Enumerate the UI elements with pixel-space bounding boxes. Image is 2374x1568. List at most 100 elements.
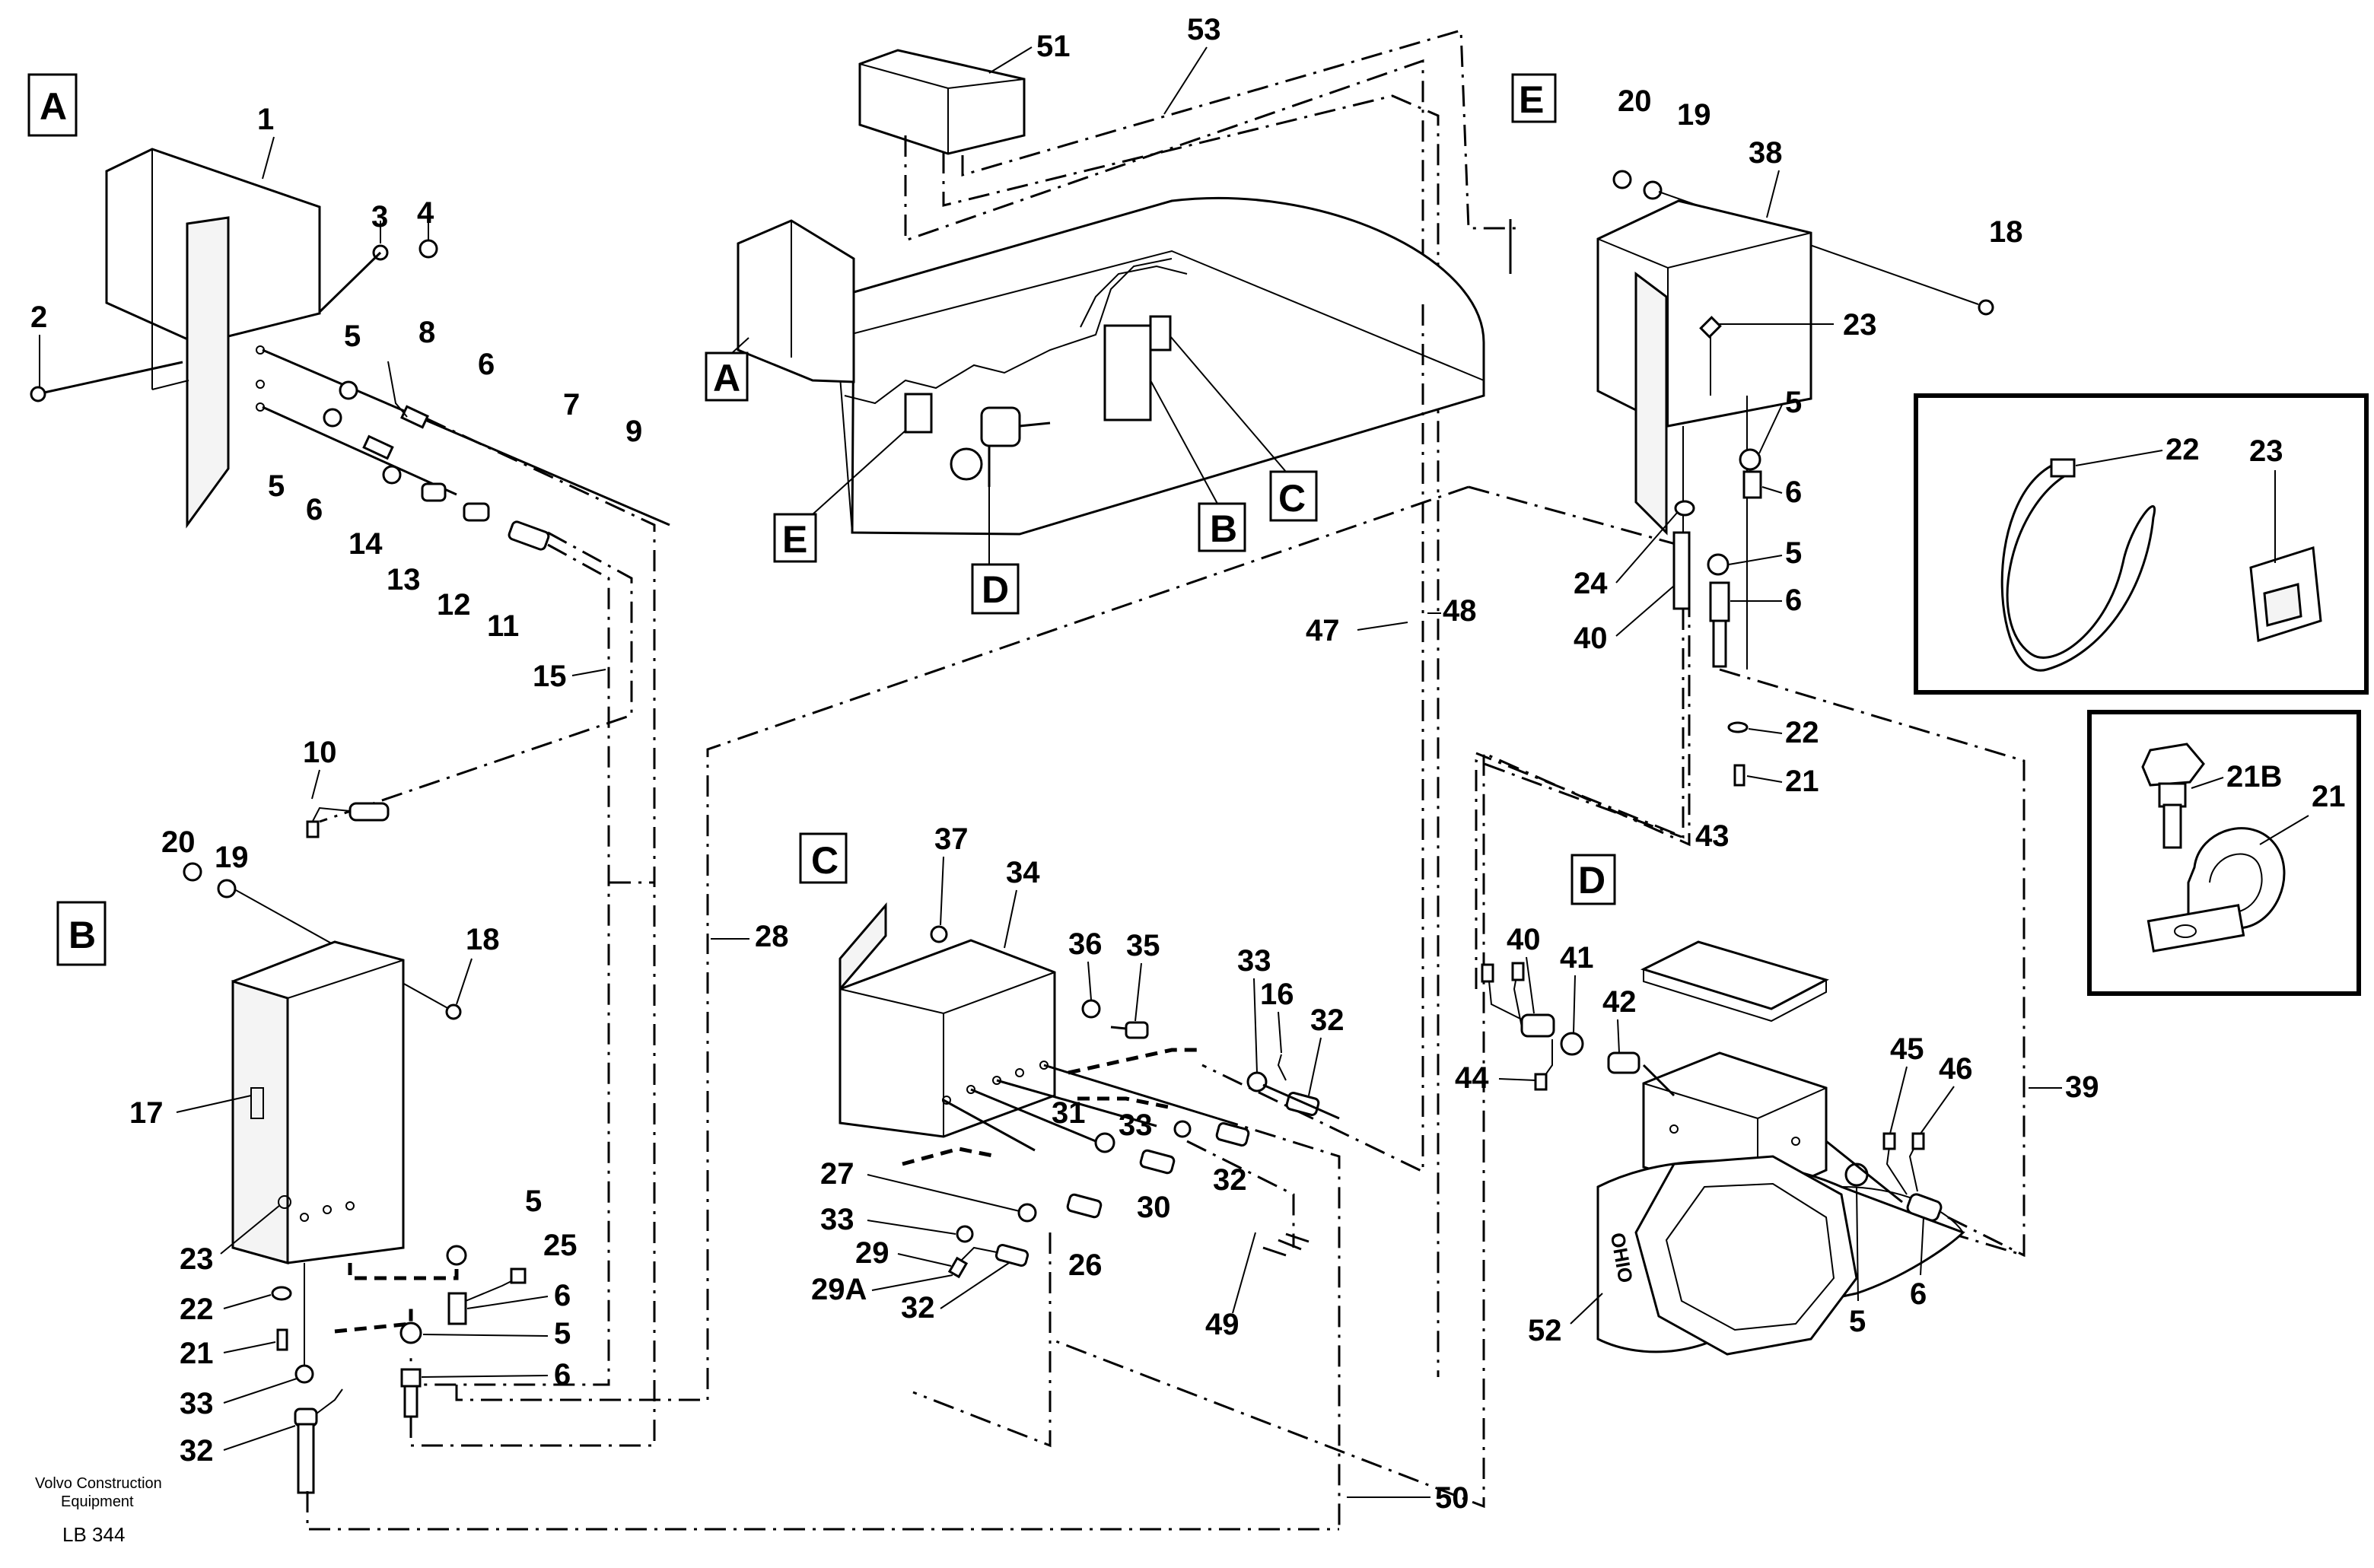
fitting-13	[421, 482, 447, 502]
label-16: 16	[1260, 978, 1294, 1011]
label-45: 45	[1890, 1032, 1924, 1066]
line-53-a	[904, 59, 1424, 304]
nut-36	[1081, 999, 1101, 1019]
label-43: 43	[1695, 819, 1730, 853]
label-3: 3	[371, 200, 388, 234]
label-37: 37	[934, 822, 969, 856]
label-40-e: 40	[1574, 622, 1608, 655]
section-c-group: C	[799, 832, 1341, 1529]
bolt-21b	[2141, 743, 2205, 849]
unit-a-cab	[737, 219, 855, 383]
line-39	[1719, 668, 2026, 1258]
control-box-51	[858, 49, 1026, 155]
label-18-e: 18	[1989, 215, 2023, 249]
label-10: 10	[303, 736, 337, 769]
line-53-c	[961, 29, 1522, 230]
cover-plate	[1640, 940, 1829, 1010]
label-20-b: 20	[161, 825, 196, 859]
label-2: 2	[30, 301, 47, 334]
label-6-a2: 6	[306, 493, 323, 526]
screw-18-e	[1978, 299, 1994, 316]
nut-5-d	[1844, 1162, 1869, 1187]
section-d-group: D OHIO	[1475, 759, 2025, 1356]
connector-29	[947, 1244, 1029, 1279]
label-48: 48	[1443, 594, 1477, 628]
motor-52: OHIO	[1596, 1155, 1965, 1356]
line-15	[409, 543, 610, 1386]
clamp-21	[2146, 827, 2286, 953]
sensor-32-c2	[1215, 1122, 1250, 1147]
label-6-e2: 6	[1785, 584, 1802, 617]
section-c-letter: C	[811, 839, 839, 882]
line-47-return	[1049, 1141, 1485, 1509]
label-6-d: 6	[1910, 1277, 1927, 1311]
label-28: 28	[755, 920, 789, 953]
fitting-12	[463, 502, 490, 522]
label-15: 15	[533, 660, 567, 693]
section-b-letter: B	[68, 914, 96, 956]
line-50	[1217, 1117, 1341, 1529]
label-19-b: 19	[215, 841, 249, 874]
cable-tie-head	[2050, 458, 2076, 478]
line-39-end	[1947, 1216, 2025, 1257]
wire-dashed-c1	[1068, 1048, 1202, 1075]
label-7: 7	[563, 388, 580, 421]
detail-inset-22-23	[1914, 393, 2369, 695]
label-4: 4	[417, 196, 434, 230]
line-d-up	[1475, 759, 1682, 989]
label-41: 41	[1560, 941, 1594, 975]
callout-b-letter: B	[1210, 507, 1237, 550]
label-22-e: 22	[1785, 716, 1819, 749]
connector-6-b2	[400, 1368, 422, 1418]
label-5-d: 5	[1849, 1305, 1866, 1338]
screw-2	[30, 361, 183, 402]
section-b-badge	[56, 901, 107, 966]
label-27: 27	[820, 1157, 854, 1191]
label-21-inset: 21	[2312, 780, 2346, 813]
nut-20-e	[1612, 170, 1632, 189]
wire-dashed-c3	[902, 1147, 998, 1166]
line-9	[319, 531, 633, 823]
cab-assembly: A E D B C	[705, 29, 1522, 1377]
unit-e-cab	[904, 393, 933, 434]
section-c-badge	[799, 832, 848, 884]
connector-6-lower	[362, 434, 394, 460]
ground-symbol-49	[1262, 1232, 1310, 1257]
washer-5-b2	[399, 1322, 422, 1344]
nut-31	[1094, 1132, 1115, 1153]
unit-b-cab	[1103, 324, 1152, 421]
label-17: 17	[129, 1096, 164, 1130]
wire-dashed-c2	[1077, 1096, 1173, 1110]
label-52: 52	[1528, 1314, 1562, 1347]
section-d-letter: D	[1578, 859, 1605, 902]
label-23-inset: 23	[2249, 434, 2283, 468]
callout-c-letter: C	[1278, 477, 1306, 520]
label-21-b: 21	[180, 1337, 214, 1370]
label-1: 1	[257, 103, 274, 136]
nut-37	[930, 925, 948, 943]
label-23-e: 23	[1843, 308, 1877, 342]
label-20-e: 20	[1618, 84, 1652, 118]
washer-19-b	[217, 879, 237, 898]
connector-6-d	[1882, 1132, 1943, 1222]
label-30: 30	[1137, 1191, 1171, 1224]
wire-8	[387, 361, 408, 418]
nut-5-upper	[339, 380, 358, 400]
footer-publisher: Volvo Construction Equipment LB 344	[35, 1475, 162, 1546]
label-35: 35	[1126, 929, 1160, 962]
callout-d-letter: D	[982, 568, 1009, 611]
label-31: 31	[1052, 1096, 1086, 1130]
label-33-c3: 33	[820, 1203, 854, 1236]
connector-10	[306, 802, 390, 838]
connector-6-e2	[1709, 581, 1730, 668]
wire-dashed-b2	[334, 1309, 413, 1334]
sensor-11	[508, 520, 550, 551]
nut-5-e1	[1739, 448, 1761, 471]
control-box-34	[839, 902, 1056, 1138]
nut-14	[382, 465, 402, 485]
label-33-c1: 33	[1237, 944, 1271, 978]
nut-27	[1017, 1203, 1037, 1223]
section-e-letter: E	[1519, 78, 1544, 121]
label-32-c3: 32	[901, 1291, 935, 1325]
screw-21-e	[1733, 764, 1745, 787]
